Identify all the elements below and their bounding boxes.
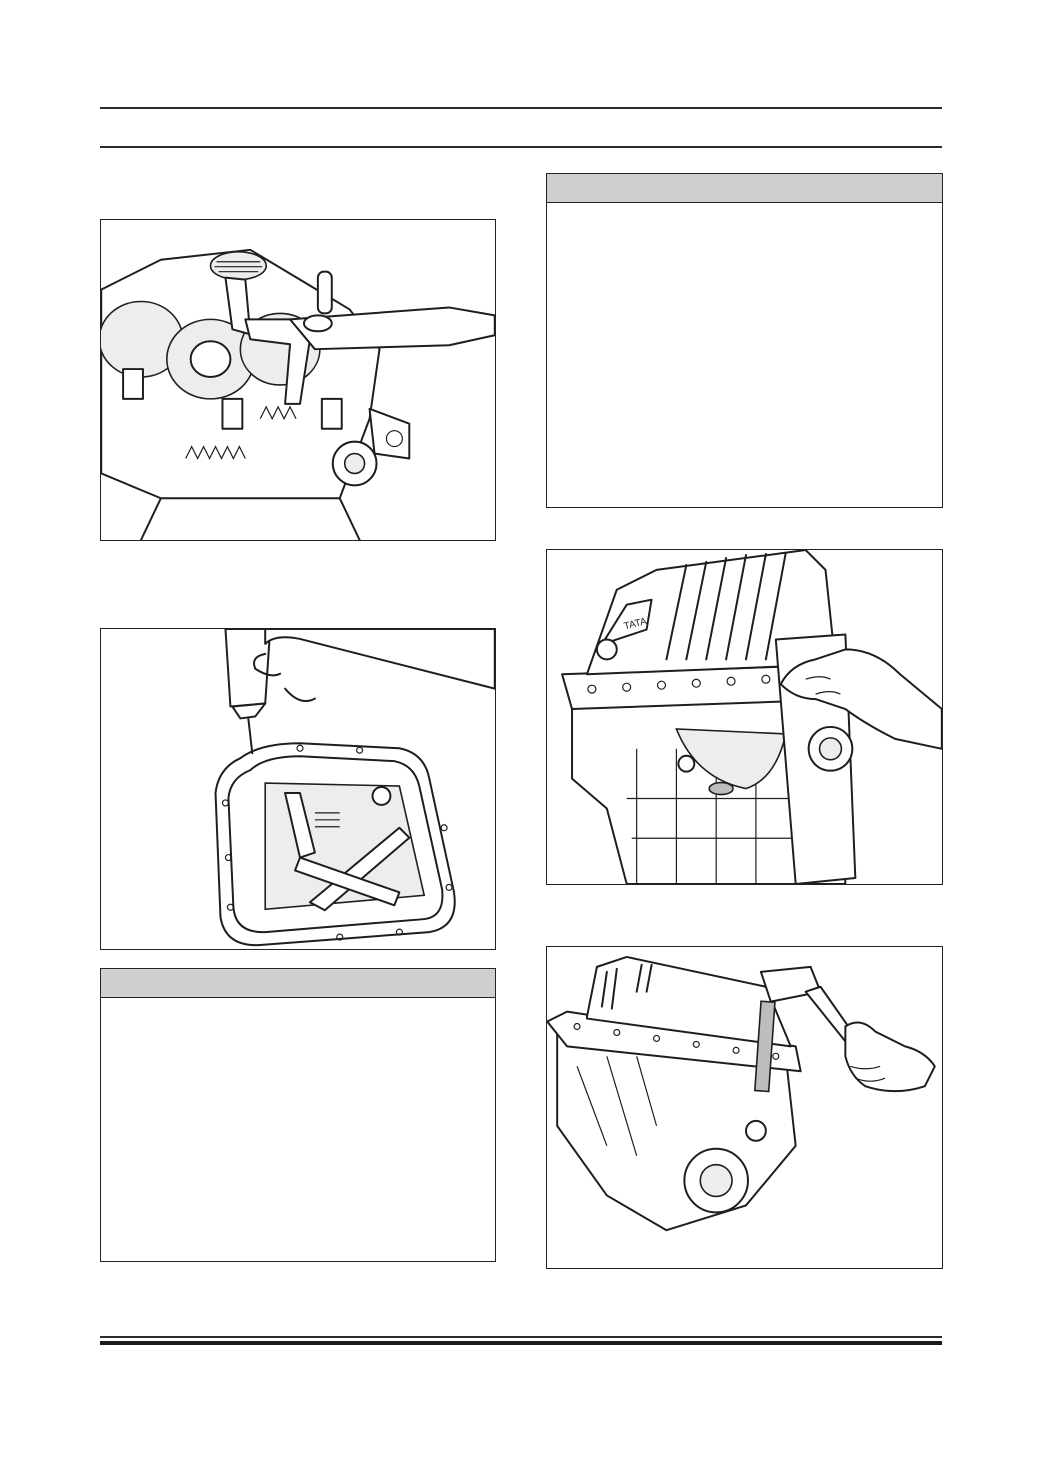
oil-pan-tapping-with-mallet-illustration (547, 955, 936, 1232)
header-rule-top (100, 107, 942, 109)
figure-sealant-application (100, 628, 496, 950)
note-box-right (546, 173, 943, 508)
note-box-right-header (547, 174, 942, 203)
footer-text (100, 1352, 942, 1372)
figure-oil-pan-tapping (546, 946, 943, 1269)
figure-engine-oil-strainer (100, 219, 496, 541)
header-rule-bottom (100, 146, 942, 148)
note-box-left-header (101, 969, 495, 998)
note-box-left-body (101, 998, 495, 1018)
note-box-left (100, 968, 496, 1262)
figure-oil-pan-fitting: TATA (546, 549, 943, 885)
footer-rule-thick (100, 1341, 942, 1345)
note-box-right-body (547, 203, 942, 223)
sealant-application-oil-pan-illustration (214, 629, 495, 947)
engine-oil-pan-fitting-illustration: TATA (561, 550, 942, 884)
engine-oil-strainer-illustration (101, 248, 495, 540)
header-text (100, 116, 942, 140)
footer-rule-thin (100, 1336, 942, 1338)
